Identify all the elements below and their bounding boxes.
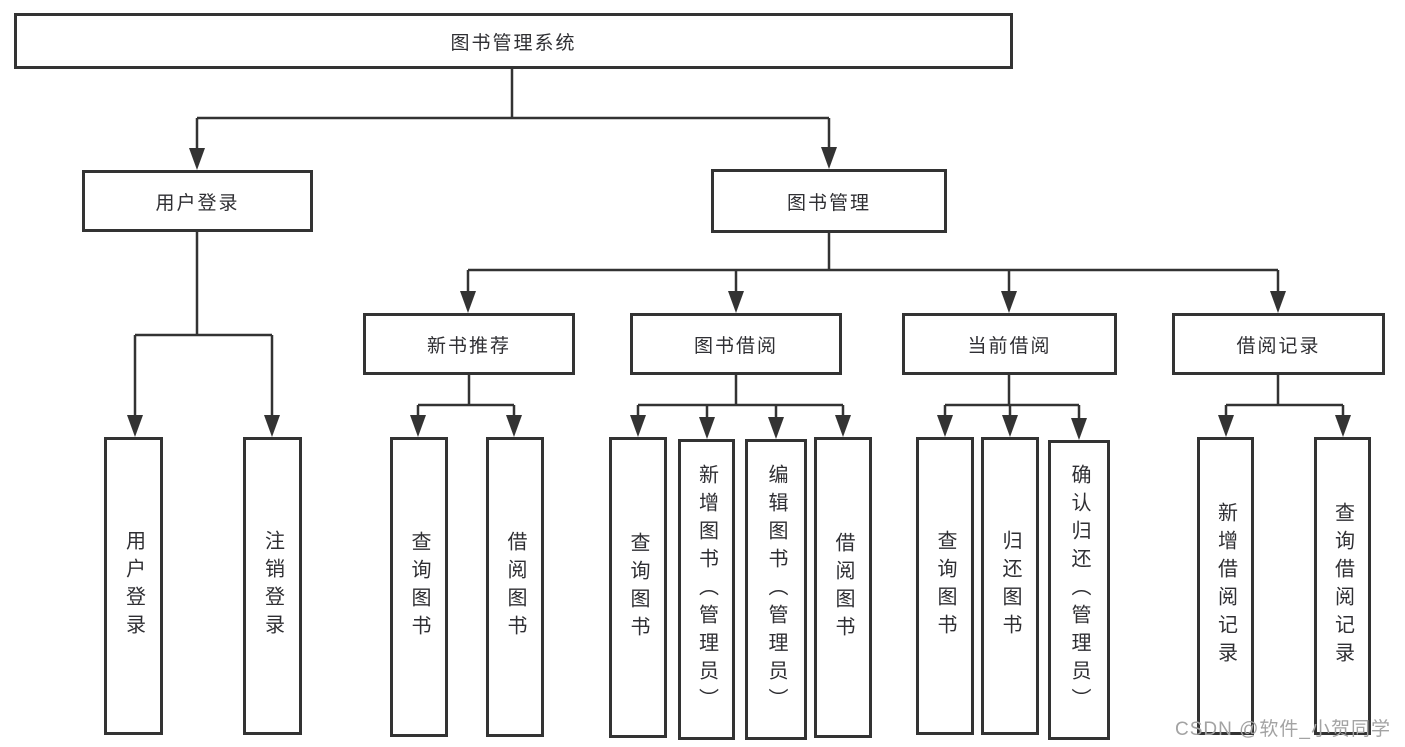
arrow-e1 [1218,415,1234,437]
arrow-a1 [127,415,143,437]
arrow-c3 [768,417,784,439]
leaf-confirm-return-admin: 确认归还（管理员） [1048,440,1110,740]
leaf-user-login: 用户登录 [104,437,163,735]
arrow-book-borrow [728,291,744,313]
arrow-c4 [835,415,851,437]
node-borrow-record: 借阅记录 [1172,313,1385,375]
arrow-e2 [1335,415,1351,437]
leaf-query-book-current: 查询图书 [916,437,974,735]
leaf-borrow-book-recommend: 借阅图书 [486,437,544,737]
connector-strokes [133,68,1345,420]
leaf-query-book-borrow: 查询图书 [609,437,667,738]
node-root-system: 图书管理系统 [14,13,1013,69]
arrow-new-book [460,291,476,313]
arrow-b1 [410,415,426,437]
node-book-management: 图书管理 [711,169,947,233]
leaf-logout: 注销登录 [243,437,302,735]
arrow-b2 [506,415,522,437]
leaf-query-borrow-record: 查询借阅记录 [1314,437,1371,735]
arrow-user-login [189,148,205,170]
leaf-query-book-recommend: 查询图书 [390,437,448,737]
node-book-borrow: 图书借阅 [630,313,842,375]
leaf-borrow-book: 借阅图书 [814,437,872,738]
arrow-borrow-record [1270,291,1286,313]
leaf-add-borrow-record: 新增借阅记录 [1197,437,1254,735]
leaf-return-book: 归还图书 [981,437,1039,735]
arrow-c1 [630,415,646,437]
arrow-d2 [1002,415,1018,437]
csdn-watermark: CSDN @软件_小贺同学 [1175,719,1391,740]
node-user-login: 用户登录 [82,170,313,232]
arrow-current-borrow [1001,291,1017,313]
arrow-d3 [1071,418,1087,440]
arrow-c2 [699,417,715,439]
leaf-edit-book-admin: 编辑图书（管理员） [745,439,807,740]
leaf-add-book-admin: 新增图书（管理员） [678,439,735,740]
arrow-a2 [264,415,280,437]
node-new-book-recommend: 新书推荐 [363,313,575,375]
arrowheads [127,147,1351,440]
arrow-book-mgmt [821,147,837,169]
arrow-d1 [937,415,953,437]
node-current-borrow: 当前借阅 [902,313,1117,375]
